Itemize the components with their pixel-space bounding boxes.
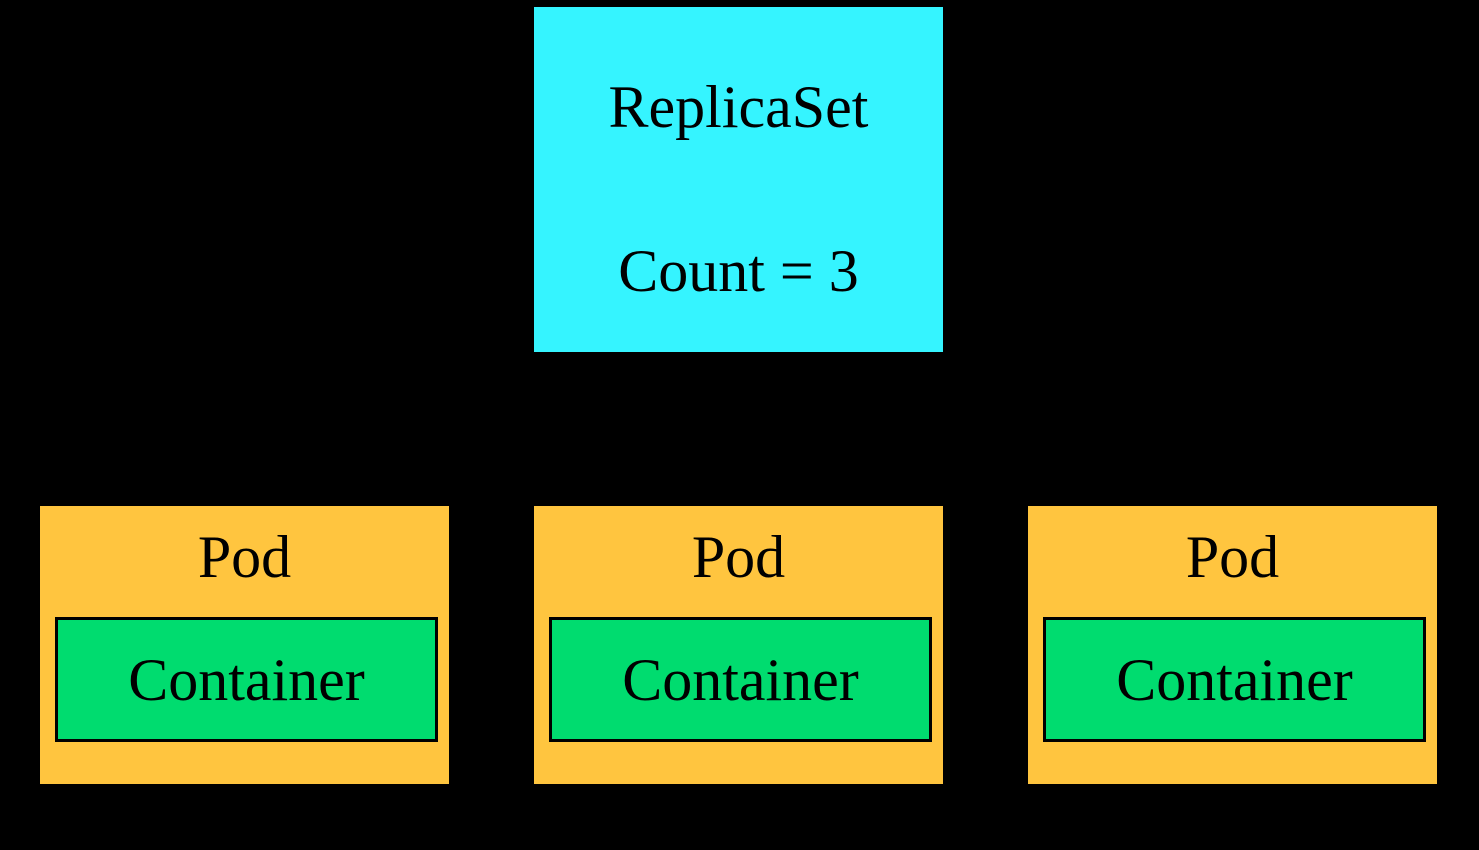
container-label: Container	[128, 646, 365, 713]
replicaset-title: ReplicaSet	[608, 74, 869, 140]
pod-node-1: Pod Container	[37, 503, 452, 787]
pod-label: Pod	[691, 524, 786, 590]
container-label: Container	[622, 646, 859, 713]
replicaset-count-label: Count = 3	[618, 238, 859, 304]
pod-label: Pod	[1185, 524, 1280, 590]
pod-label: Pod	[197, 524, 292, 590]
container-node: Container	[549, 617, 932, 742]
pod-node-2: Pod Container	[531, 503, 946, 787]
container-node: Container	[55, 617, 438, 742]
container-node: Container	[1043, 617, 1426, 742]
container-label: Container	[1116, 646, 1353, 713]
pod-node-3: Pod Container	[1025, 503, 1440, 787]
replicaset-node: ReplicaSet Count = 3	[531, 4, 946, 355]
